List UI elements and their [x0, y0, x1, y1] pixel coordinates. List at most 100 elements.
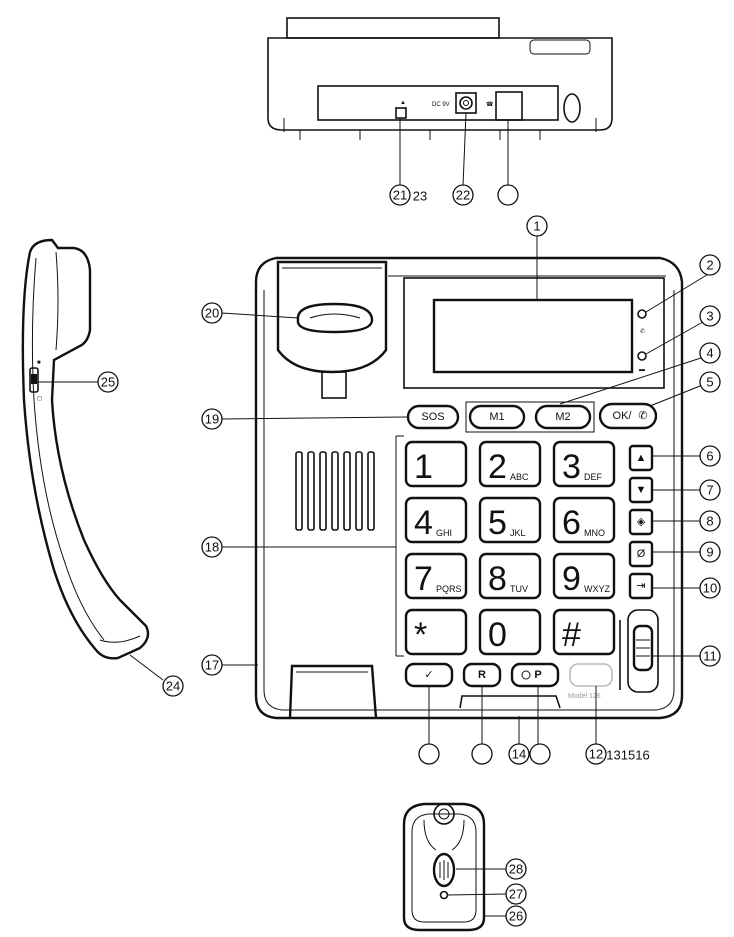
m1-label: M1	[489, 411, 504, 423]
leader-lines	[38, 236, 711, 917]
key-digit: 4	[414, 504, 433, 542]
callout-22: 22	[456, 188, 470, 203]
callout-4: 4	[706, 346, 713, 361]
key-button[interactable]	[404, 552, 468, 600]
phonebook-icon: ◈	[637, 516, 646, 528]
callout-3: 3	[706, 309, 713, 324]
handset-volume-switch[interactable]	[29, 367, 39, 393]
m1-button[interactable]	[468, 404, 526, 430]
key-button[interactable]	[478, 496, 542, 544]
svg-text:◻: ◻	[37, 396, 42, 402]
m2-button[interactable]	[534, 404, 592, 430]
key-letters: DEF	[584, 472, 603, 482]
hidden-button[interactable]	[569, 663, 613, 687]
callout-24: 24	[166, 679, 180, 694]
key-digit: *	[414, 616, 427, 654]
led-power	[637, 351, 647, 361]
m2-label: M2	[555, 411, 570, 423]
callout-suffix-23: 23	[413, 189, 427, 204]
mute-pause-button[interactable]	[510, 662, 560, 688]
key-button[interactable]	[552, 440, 616, 488]
delete-key[interactable]	[628, 540, 654, 568]
callout-11: 11	[703, 649, 717, 664]
key-letters: ABC	[510, 472, 529, 482]
callout-14: 14	[512, 747, 526, 762]
key-button[interactable]	[478, 552, 542, 600]
volume-slider-track[interactable]	[627, 609, 659, 693]
handset: ■ ◻	[21, 238, 150, 660]
r-label: R	[478, 669, 486, 681]
pendant-led	[439, 890, 449, 900]
display-bezel	[403, 277, 665, 389]
key-button[interactable]	[552, 552, 616, 600]
hook-switch	[296, 302, 374, 334]
ok-button[interactable]	[598, 402, 658, 430]
side-keys: ▲ ▼ ◈ Ø ⇥	[628, 444, 654, 600]
key-digit: 9	[562, 560, 581, 598]
phonebook-key[interactable]	[628, 508, 654, 536]
pendant	[402, 802, 486, 932]
ringer-switch	[395, 107, 407, 119]
key-digit: 6	[562, 504, 581, 542]
dc-jack	[455, 92, 477, 114]
svg-text:■: ■	[37, 360, 41, 366]
pendant-body	[402, 802, 486, 932]
key-digit: 1	[414, 448, 433, 486]
model-label: Model 126	[568, 693, 601, 700]
svg-text:▬: ▬	[639, 367, 645, 373]
volume-slider-knob[interactable]	[632, 624, 654, 672]
lanyard-ring	[433, 803, 455, 825]
callout-26: 26	[509, 909, 523, 924]
callout-20: 20	[205, 306, 219, 321]
callout-7: 7	[706, 483, 713, 498]
line-jack	[495, 91, 523, 121]
callout-blank-line	[497, 184, 519, 206]
callout-27: 27	[509, 887, 523, 902]
callout-19: 19	[205, 412, 219, 427]
callout-1: 1	[533, 219, 540, 234]
callout-blank-mute	[529, 743, 551, 765]
sos-label: SOS	[421, 411, 444, 423]
key-digit: 0	[488, 616, 507, 654]
up-key[interactable]	[628, 444, 654, 472]
callouts: 21 22 1 2 3 4 5 6 7 8 9 10 11 20 19 18 1…	[97, 184, 721, 927]
back-view: ▲ DC 9V ☎	[267, 17, 613, 187]
key-button[interactable]	[404, 440, 468, 488]
callout-10: 10	[703, 581, 717, 596]
ok-label: OK/	[613, 410, 633, 422]
key-letters: MNO	[584, 528, 605, 538]
key-button[interactable]	[552, 496, 616, 544]
down-icon: ▼	[636, 484, 647, 496]
handsfree-icon: ✆	[638, 410, 647, 422]
key-button[interactable]	[478, 608, 542, 656]
callout-12: 12	[589, 747, 603, 762]
cradle	[276, 260, 388, 374]
exit-key[interactable]	[628, 572, 654, 600]
key-letters: TUV	[510, 584, 528, 594]
back-body	[267, 37, 613, 131]
pendant-sos-button[interactable]	[432, 852, 456, 888]
callout-2: 2	[706, 258, 713, 273]
callout-9: 9	[706, 545, 713, 560]
key-letters: JKL	[510, 528, 526, 538]
key-button[interactable]	[478, 440, 542, 488]
key-digit: 5	[488, 504, 507, 542]
key-button[interactable]	[404, 496, 468, 544]
key-letters: PQRS	[436, 584, 462, 594]
led-ring	[637, 309, 647, 319]
callout-blank-r	[471, 743, 493, 765]
svg-text:▲: ▲	[400, 100, 406, 106]
key-button[interactable]	[404, 608, 468, 656]
key-button[interactable]	[552, 608, 616, 656]
delete-icon: Ø	[637, 548, 646, 560]
ring-led-icon: ✆	[640, 328, 645, 335]
key-digit: 3	[562, 448, 581, 486]
key-letters: GHI	[436, 528, 452, 538]
dc-label: DC 9V	[432, 102, 450, 108]
callout-18: 18	[205, 540, 219, 555]
callout-21: 21	[393, 188, 407, 203]
lcd-display	[432, 298, 634, 374]
